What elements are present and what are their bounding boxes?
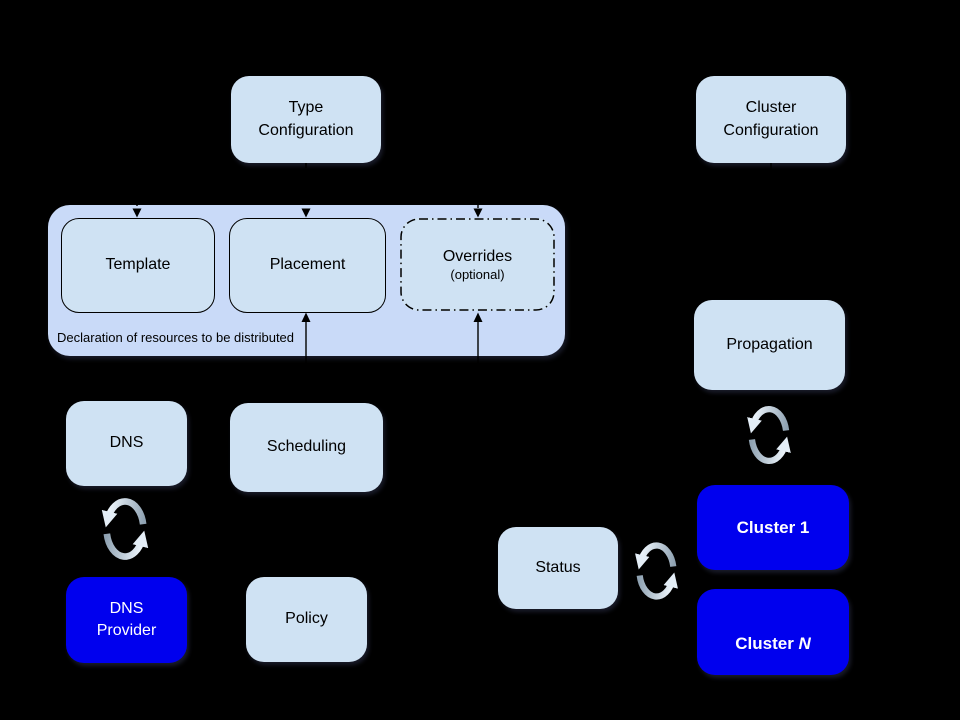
node-policy: Policy (246, 577, 367, 662)
sync-arrows-icon (742, 397, 796, 473)
node-cluster-configuration: Cluster Configuration (696, 76, 846, 163)
node-status: Status (498, 527, 618, 609)
node-cluster-1: Cluster 1 (697, 485, 849, 570)
node-type-configuration: Type Configuration (231, 76, 381, 163)
sync-arrows-icon (96, 489, 154, 569)
node-overrides: Overrides (optional) (400, 218, 555, 311)
cluster-n-suffix: N (798, 634, 811, 653)
overrides-sublabel: (optional) (450, 267, 505, 283)
sync-arrows-icon (629, 534, 684, 608)
node-placement: Placement (229, 218, 386, 313)
overrides-label: Overrides (442, 247, 513, 265)
node-scheduling: Scheduling (230, 403, 383, 492)
node-dns-provider: DNS Provider (66, 577, 187, 663)
node-propagation: Propagation (694, 300, 845, 390)
declaration-caption: Declaration of resources to be distribut… (57, 330, 295, 345)
node-template: Template (61, 218, 215, 313)
node-dns: DNS (66, 401, 187, 486)
cluster-n-prefix: Cluster (735, 634, 794, 653)
